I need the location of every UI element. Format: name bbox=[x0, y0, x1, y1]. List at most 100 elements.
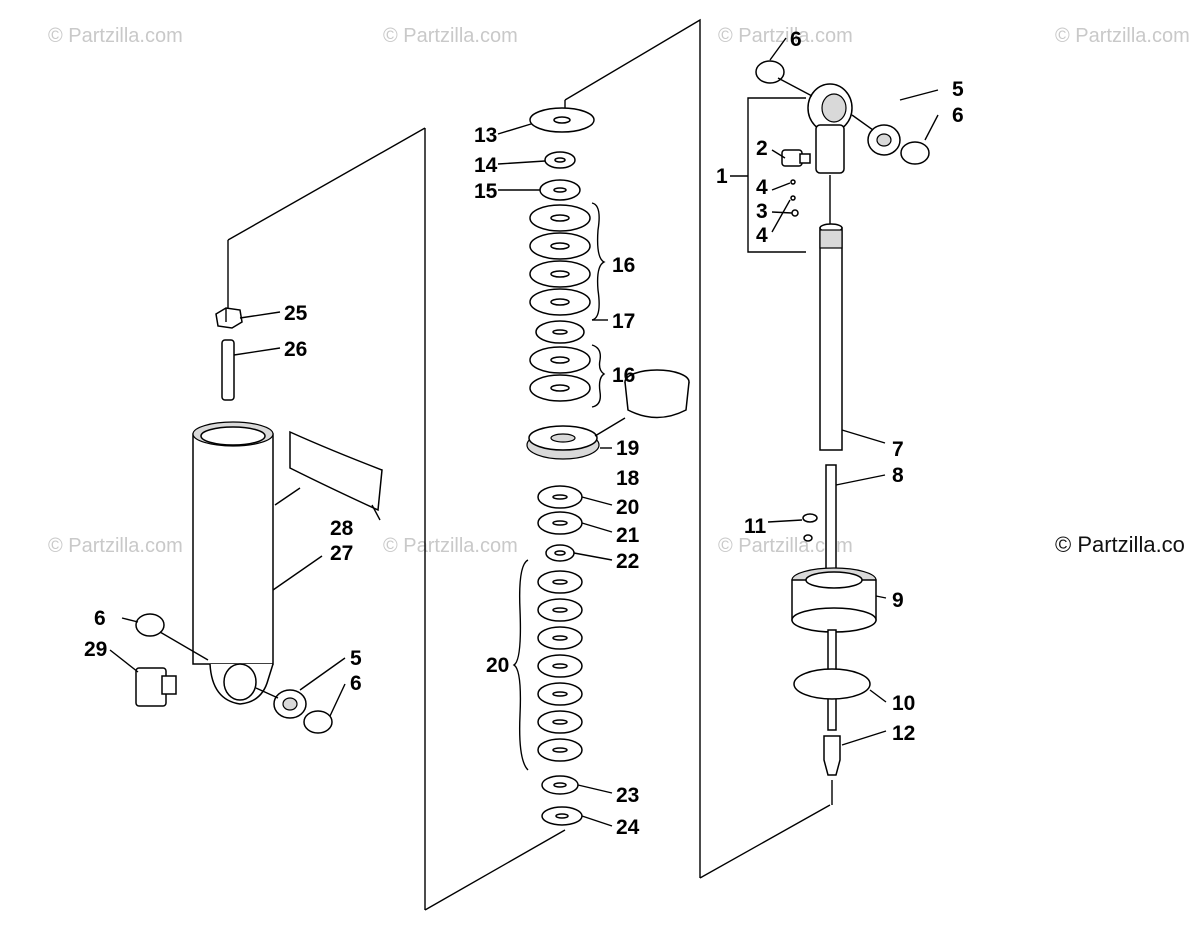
left-panel-edge bbox=[227, 127, 426, 241]
spring-part bbox=[791, 209, 799, 217]
callout-25: 25 bbox=[284, 302, 308, 325]
callout-20: 20 bbox=[486, 654, 509, 677]
leader-line bbox=[581, 815, 613, 827]
leader-line bbox=[835, 474, 886, 486]
shaft-part bbox=[819, 223, 843, 451]
leader-line bbox=[577, 784, 613, 794]
callout-27: 27 bbox=[330, 542, 353, 565]
callout-19: 19 bbox=[616, 437, 639, 460]
pin-part bbox=[221, 339, 235, 401]
leader-line bbox=[329, 683, 346, 717]
callout-6: 6 bbox=[952, 104, 964, 127]
bearing-part bbox=[867, 124, 901, 156]
callout-10: 10 bbox=[892, 692, 915, 715]
callout-28: 28 bbox=[330, 517, 354, 540]
leader-line bbox=[769, 37, 787, 61]
brace bbox=[512, 559, 529, 771]
eyelet-part bbox=[807, 83, 853, 174]
snap-ring-part bbox=[900, 141, 930, 165]
shock-body-part bbox=[192, 421, 274, 705]
callout-22: 22 bbox=[616, 550, 639, 573]
callout-4: 4 bbox=[756, 224, 768, 247]
callout-8: 8 bbox=[892, 464, 904, 487]
watermark-partzilla: © Partzilla.co bbox=[1055, 532, 1185, 557]
screw-part bbox=[802, 513, 818, 542]
leader-line bbox=[497, 123, 532, 135]
brace bbox=[591, 202, 606, 321]
callout-11: 11 bbox=[744, 515, 767, 538]
disc-part bbox=[793, 668, 871, 700]
bearing-part bbox=[273, 689, 307, 719]
left-panel-edge bbox=[424, 829, 566, 911]
callout-20: 20 bbox=[616, 496, 639, 519]
leader-line bbox=[771, 182, 791, 191]
callout-16: 16 bbox=[612, 254, 635, 277]
leader-line bbox=[851, 114, 874, 131]
leader-line bbox=[771, 199, 791, 233]
leader-line bbox=[497, 160, 546, 165]
callout-16: 16 bbox=[612, 364, 635, 387]
leader-line bbox=[899, 89, 939, 101]
callout-2: 2 bbox=[756, 137, 768, 160]
piston-body-part bbox=[791, 567, 877, 633]
callout-15: 15 bbox=[474, 180, 498, 203]
callout-7: 7 bbox=[892, 438, 904, 461]
callout-1: 1 bbox=[716, 165, 728, 188]
leader-line bbox=[573, 552, 613, 561]
watermark: © Partzilla.com bbox=[48, 535, 183, 557]
bracket bbox=[747, 97, 806, 253]
fitting-part bbox=[135, 667, 177, 707]
callout-24: 24 bbox=[616, 816, 640, 839]
nut-part bbox=[215, 307, 243, 329]
callout-12: 12 bbox=[892, 722, 915, 745]
callout-21: 21 bbox=[616, 524, 640, 547]
callout-5: 5 bbox=[350, 647, 362, 670]
leader-line bbox=[869, 689, 887, 703]
leader-line bbox=[159, 631, 209, 661]
valve-part bbox=[781, 149, 811, 167]
washer-stack bbox=[526, 107, 600, 826]
callout-18: 18 bbox=[616, 467, 640, 490]
leader-line bbox=[233, 347, 281, 356]
callout-26: 26 bbox=[284, 338, 307, 361]
callout-3: 3 bbox=[756, 200, 768, 223]
watermark: © Partzilla.com bbox=[718, 25, 853, 47]
leader-line bbox=[771, 211, 793, 214]
leader-line bbox=[875, 595, 887, 599]
leader-line bbox=[841, 429, 886, 444]
leader-line bbox=[371, 504, 381, 521]
watermark: © Partzilla.com bbox=[1055, 25, 1190, 47]
right-panel-edge bbox=[564, 18, 701, 878]
watermark: © Partzilla.com bbox=[383, 25, 518, 47]
callout-4: 4 bbox=[756, 176, 768, 199]
leader-line bbox=[777, 77, 813, 97]
piston-band-part bbox=[624, 369, 690, 419]
leader-line bbox=[299, 657, 346, 691]
leader-line bbox=[767, 519, 803, 523]
callout-9: 9 bbox=[892, 589, 904, 612]
leader-line bbox=[581, 496, 613, 506]
rod-part bbox=[825, 464, 837, 586]
leader-line bbox=[272, 555, 323, 591]
brace bbox=[591, 344, 606, 408]
right-panel-edge bbox=[699, 804, 831, 879]
callout-6: 6 bbox=[350, 672, 362, 695]
leader-line bbox=[239, 311, 281, 319]
label-sleeve-part bbox=[274, 430, 383, 512]
leader-line bbox=[581, 522, 613, 533]
snap-ring-part bbox=[135, 613, 165, 637]
callout-14: 14 bbox=[474, 154, 498, 177]
watermark: © Partzilla.com bbox=[718, 535, 853, 557]
ball-part bbox=[790, 179, 796, 185]
leader-line bbox=[771, 149, 786, 159]
callout-17: 17 bbox=[612, 310, 635, 333]
leader-line bbox=[924, 114, 939, 141]
leader-line bbox=[109, 649, 139, 673]
leader-line bbox=[255, 687, 279, 699]
watermark: © Partzilla.com bbox=[383, 535, 518, 557]
ball-part bbox=[790, 195, 796, 201]
callout-6: 6 bbox=[790, 28, 802, 51]
leader-line bbox=[841, 730, 887, 746]
callout-23: 23 bbox=[616, 784, 639, 807]
